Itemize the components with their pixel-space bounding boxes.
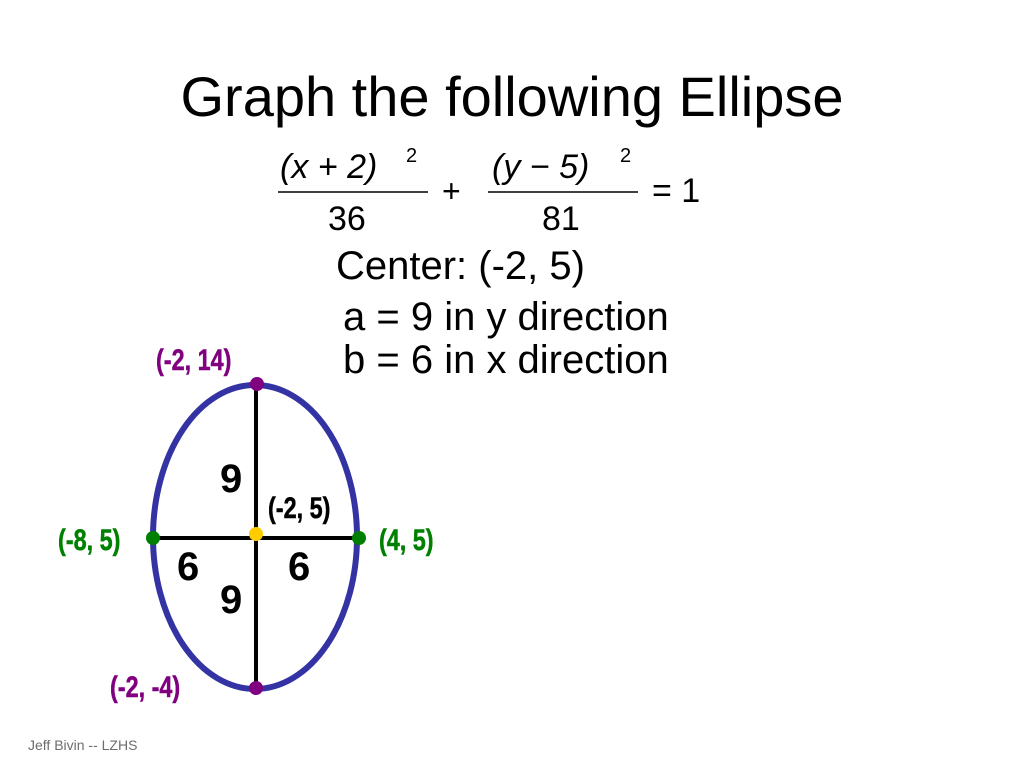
- a-upper-label: 9: [220, 457, 242, 501]
- a-lower-label: 9: [220, 578, 242, 622]
- center-point: [249, 527, 263, 541]
- center-label: (-2, 5): [268, 491, 330, 524]
- b-value-text: b = 6 in x direction: [343, 338, 669, 382]
- vertex-bottom-point: [249, 681, 263, 695]
- b-right-label: 6: [288, 545, 310, 589]
- term2-exponent: 2: [620, 145, 631, 167]
- center-text: Center: (-2, 5): [336, 244, 585, 288]
- covertex-left-label: (-8, 5): [58, 523, 120, 556]
- equation-rhs: = 1: [652, 172, 700, 210]
- term1-exponent: 2: [406, 145, 417, 167]
- footer-credit: Jeff Bivin -- LZHS: [28, 737, 138, 753]
- term1-denominator: 36: [328, 200, 366, 238]
- term1-numerator: (x + 2): [280, 148, 377, 186]
- term2-denominator: 81: [542, 200, 580, 238]
- vertex-top-label: (-2, 14): [156, 343, 231, 376]
- slide-title: Graph the following Ellipse: [180, 65, 844, 128]
- b-left-label: 6: [177, 545, 199, 589]
- vertex-top-point: [250, 377, 264, 391]
- covertex-right-label: (4, 5): [379, 523, 434, 556]
- covertex-right-point: [352, 531, 366, 545]
- a-value-text: a = 9 in y direction: [343, 295, 669, 339]
- term2-numerator: (y − 5): [492, 148, 589, 186]
- plus-sign: +: [442, 173, 461, 209]
- vertex-bottom-label: (-2, -4): [110, 670, 180, 703]
- covertex-left-point: [146, 531, 160, 545]
- ellipse-equation: (x + 2) 2 36 + (y − 5) 2 81 = 1: [278, 145, 700, 238]
